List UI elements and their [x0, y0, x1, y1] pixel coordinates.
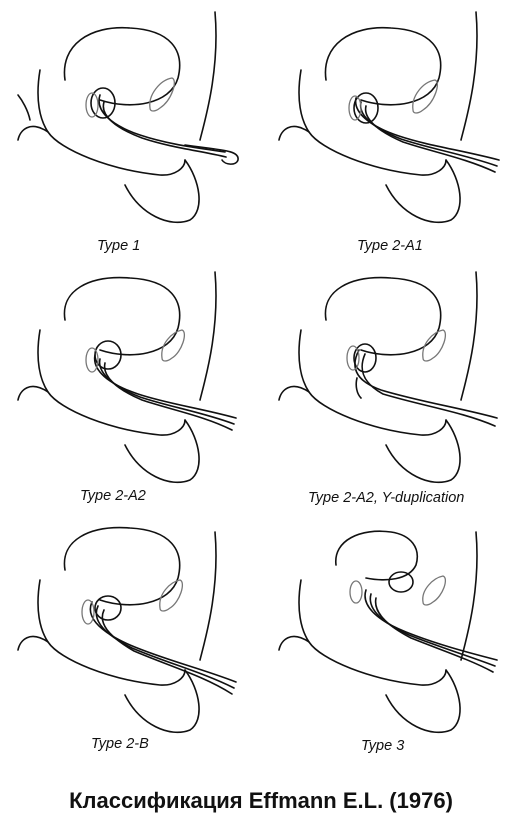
caption-type-2-a2: Type 2-A2: [80, 488, 146, 504]
classification-figure: Type 1 Type 2-A1 Type 2-A2 Type 2-A2, Y-…: [17, 11, 500, 754]
caption-type-2-a1: Type 2-A1: [357, 238, 423, 254]
figure-title: Классификация Effmann E.L. (1976): [69, 788, 453, 813]
diagram-type-2-a2: [17, 271, 237, 484]
caption-type-2-b: Type 2-B: [91, 736, 149, 752]
diagram-type-2-b: [17, 526, 237, 734]
caption-type-3: Type 3: [361, 738, 405, 754]
caption-type-1: Type 1: [97, 238, 141, 254]
caption-type-2-a2-y: Type 2-A2, Y-duplication: [308, 490, 465, 506]
diagram-type-2-a1: [278, 11, 500, 224]
diagram-type-3: [278, 530, 498, 734]
diagram-type-2-a2-y: [278, 271, 498, 484]
diagram-type-1: [17, 11, 239, 224]
